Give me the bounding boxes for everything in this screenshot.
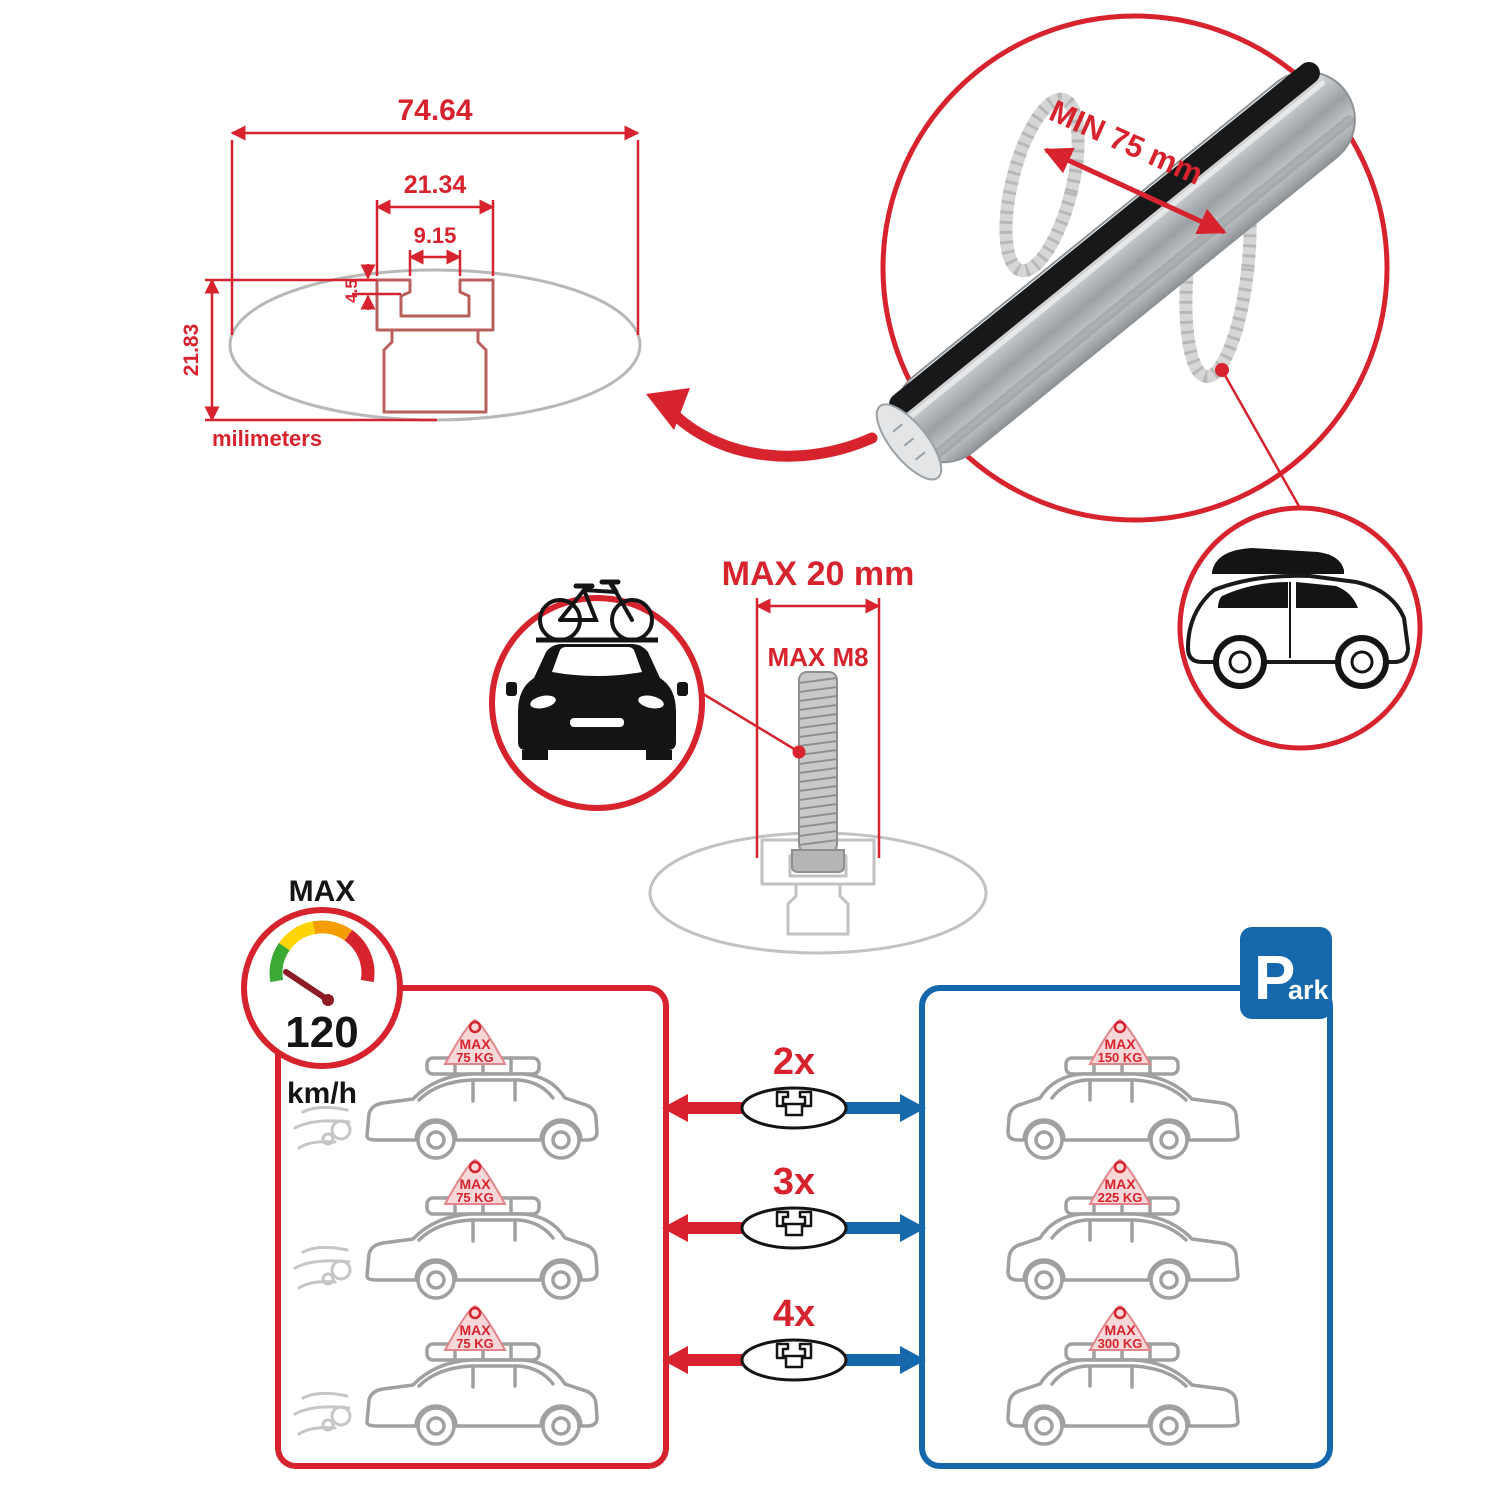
badge-title: MAX <box>1104 1322 1136 1338</box>
badge-title: MAX <box>1104 1176 1136 1192</box>
park-sign-ark: ark <box>1288 975 1330 1005</box>
suv-wheel <box>1213 635 1267 689</box>
gauge-max-label: MAX <box>289 875 356 908</box>
dim-flange-width: 21.34 <box>404 171 467 199</box>
dim-profile-height: 21.83 <box>180 324 203 377</box>
dimension-lines <box>204 125 640 422</box>
right-arrow <box>842 1346 926 1374</box>
bolt-t-head <box>791 849 845 873</box>
gauge-needle <box>283 969 331 1003</box>
max-thread-label: MAX M8 <box>767 642 868 672</box>
badge-title: MAX <box>459 1322 491 1338</box>
speed-limit-gauge: MAX 120 km/h <box>241 875 403 1110</box>
profile-t-slot <box>375 278 495 332</box>
cross-section-diagram: 74.64 21.34 9.15 4.5 21.83 milimeters <box>180 94 642 451</box>
suv-wheel <box>1335 635 1389 689</box>
badge-title: MAX <box>1104 1036 1136 1052</box>
right-arrow <box>842 1214 926 1242</box>
car-front-view <box>506 637 688 760</box>
badge-title: MAX <box>459 1176 491 1192</box>
right-arrow <box>842 1094 926 1122</box>
left-arrow <box>662 1346 746 1374</box>
detail-arrow <box>646 388 878 462</box>
dim-lip-depth: 4.5 <box>342 279 361 303</box>
min-spacing-arrow <box>1043 147 1227 235</box>
badge-load: 225 KG <box>1098 1190 1143 1205</box>
bicycle-icon <box>538 579 654 642</box>
park-sign: P ark <box>1240 927 1332 1019</box>
gauge-arc <box>269 920 375 983</box>
callout-line <box>1220 369 1302 509</box>
profile-stem <box>382 328 488 414</box>
left-arrow <box>662 1094 746 1122</box>
count-label: 4x <box>773 1293 815 1335</box>
count-label: 3x <box>773 1161 815 1203</box>
parking-panel: MAX 150 KG MAX 225 KG MAX 300 KG P ark <box>919 927 1333 1469</box>
badge-load: 75 KG <box>456 1190 494 1205</box>
bolt-marker-dot <box>792 745 806 759</box>
left-arrow <box>662 1214 746 1242</box>
roof-box <box>1212 548 1344 574</box>
bolt-diagram: MAX 20 mm MAX M8 <box>648 555 988 955</box>
gauge-unit: km/h <box>287 1077 357 1110</box>
bolt-dimension-lines <box>699 598 881 858</box>
gauge-value: 120 <box>285 1008 358 1057</box>
badge-load: 75 KG <box>456 1336 494 1351</box>
badge-load: 150 KG <box>1098 1050 1143 1065</box>
count-label: 2x <box>773 1041 815 1083</box>
crossbar-detail-circle: MIN 75 mm <box>875 13 1390 523</box>
park-sign-p: P <box>1254 944 1295 1013</box>
car-front-circle <box>489 579 705 811</box>
badge-title: MAX <box>459 1036 491 1052</box>
vehicle-circle <box>1177 505 1423 751</box>
max-width-label: MAX 20 mm <box>722 555 915 593</box>
t-bolt <box>791 671 845 873</box>
units-label: milimeters <box>212 426 322 451</box>
dim-total-width: 74.64 <box>397 94 472 127</box>
badge-load: 75 KG <box>456 1050 494 1065</box>
crossbar-count-column: 2x 3x 4x <box>662 1041 926 1382</box>
dim-slot-width: 9.15 <box>414 223 457 248</box>
badge-load: 300 KG <box>1098 1336 1143 1351</box>
